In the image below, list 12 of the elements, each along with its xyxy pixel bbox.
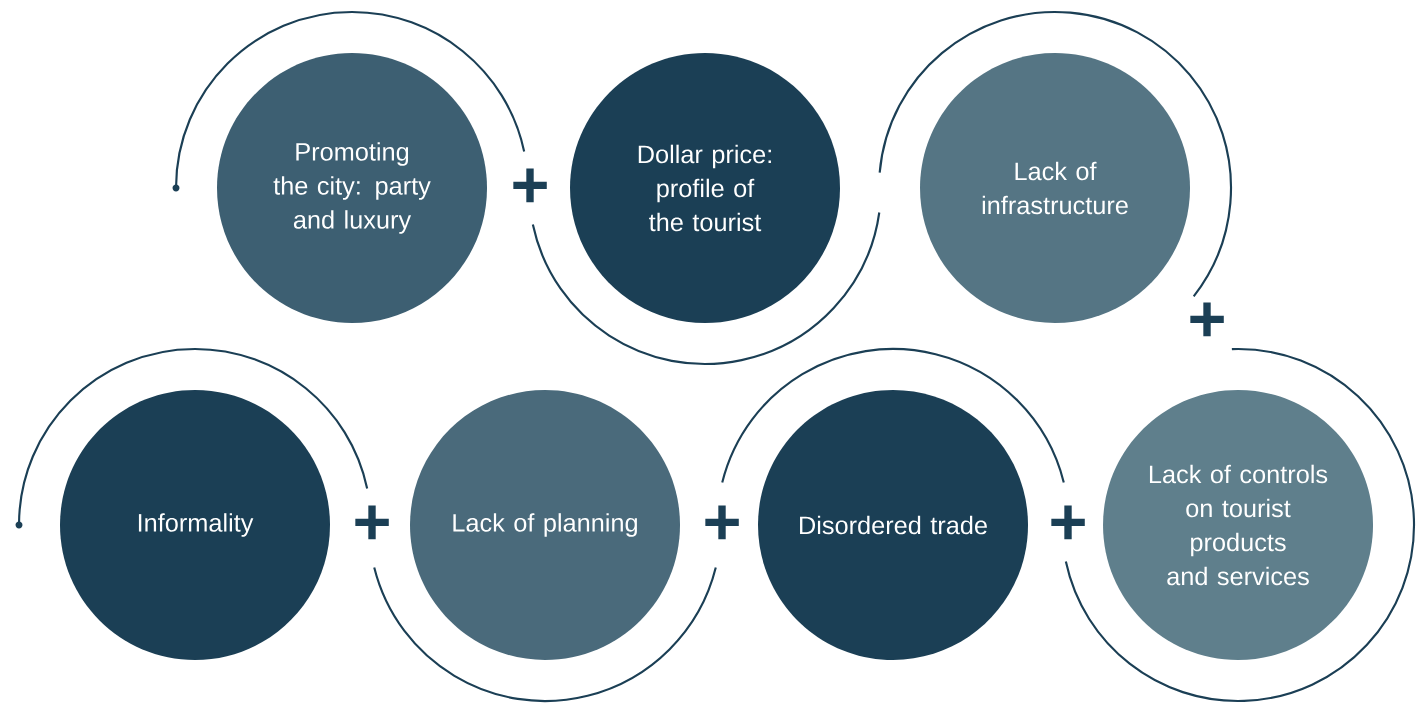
plus-sign: +: [513, 168, 547, 203]
circle-node: Lack of controls on tourist products and services: [1103, 390, 1373, 660]
circle-node: Informality: [60, 390, 330, 660]
circle-node: Dollar price: profile of the tourist: [570, 53, 840, 323]
plus-sign: +: [1190, 302, 1224, 337]
circle-node: Lack of planning: [410, 390, 680, 660]
circle-node: Disordered trade: [758, 390, 1028, 660]
plus-sign: +: [355, 505, 389, 540]
circle-node: Promoting the city: party and luxury: [217, 53, 487, 323]
plus-sign: +: [705, 505, 739, 540]
circle-node: Lack of infrastructure: [920, 53, 1190, 323]
plus-sign: +: [1051, 505, 1085, 540]
